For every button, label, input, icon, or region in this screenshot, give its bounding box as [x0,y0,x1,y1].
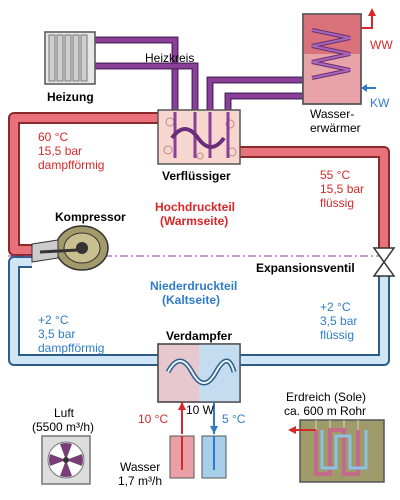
heating-pipe-return [95,62,199,112]
expansionsventil-label: Expansionsventil [256,261,355,275]
wasser-label-1: Wasser [120,460,160,474]
niederdruck-label-1: Niederdruckteil [150,279,237,293]
heating-pipe-supply-core [95,38,177,112]
water-inlet-arrow [178,402,186,434]
cold-left-pressure: 3,5 bar [38,327,75,341]
refrigerant-cold-loop [8,256,390,366]
air-unit [41,435,91,485]
hot-right-temp: 55 °C [320,168,350,182]
heating-pipe-from-heater-core [226,94,305,112]
ww-label: WW [370,38,393,52]
cold-left-temp: +2 °C [38,313,69,327]
hochdruck-label-1: Hochdruckteil [155,200,235,214]
kompressor-label: Kompressor [55,210,126,224]
wassererwaermer-label-2: erwärmer [310,121,361,135]
luft-label-2: (5500 m³/h) [32,420,94,434]
wasser-label-2: 1,7 m³/h [118,474,162,488]
condenser [157,109,241,165]
in-temp-label: 10 °C [138,412,168,426]
heizung-label: Heizung [47,90,94,104]
water-heater [302,13,362,105]
wassererwaermer-label-1: Wasser- [310,107,354,121]
water-tanks [169,435,227,479]
niederdruck-label-2: (Kaltseite) [162,293,220,307]
hochdruck-label-2: (Warmseite) [160,214,228,228]
hot-left-temp: 60 °C [38,130,68,144]
in-power-label: 10 W [186,403,215,417]
kw-label: KW [370,96,390,110]
heizkreis-label: Heizkreis [145,51,194,65]
verfluessiger-label: Verflüssiger [162,169,231,183]
hot-left-pressure: 15,5 bar [38,144,82,158]
water-outlet-arrow [210,402,218,434]
evaporator [157,343,241,403]
out-temp-label: 5 °C [222,412,246,426]
erdreich-label-2: ca. 600 m Rohr [284,404,366,418]
hot-right-pressure: 15,5 bar [320,182,364,196]
ground-probe [288,419,385,483]
luft-label-1: Luft [54,406,75,420]
heating-pipe-return-core [95,64,197,112]
hot-water-outlet [361,8,376,29]
cold-left-state: dampfförmig [38,341,104,355]
hot-right-state: flüssig [320,196,354,210]
cold-right-temp: +2 °C [320,300,351,314]
radiator [44,31,96,85]
hot-left-state: dampfförmig [38,158,104,172]
erdreich-label-1: Erdreich (Sole) [286,390,366,404]
cold-water-inlet [361,84,376,92]
cold-right-state: flüssig [320,328,354,342]
heating-pipe-to-heater-core [208,78,305,112]
refrigerant-hot-loop [8,112,390,256]
verdampfer-label: Verdampfer [166,329,232,343]
heating-circuit [95,36,305,112]
compressor [31,225,109,271]
cold-right-pressure: 3,5 bar [320,314,357,328]
expansion-valve [372,247,396,277]
